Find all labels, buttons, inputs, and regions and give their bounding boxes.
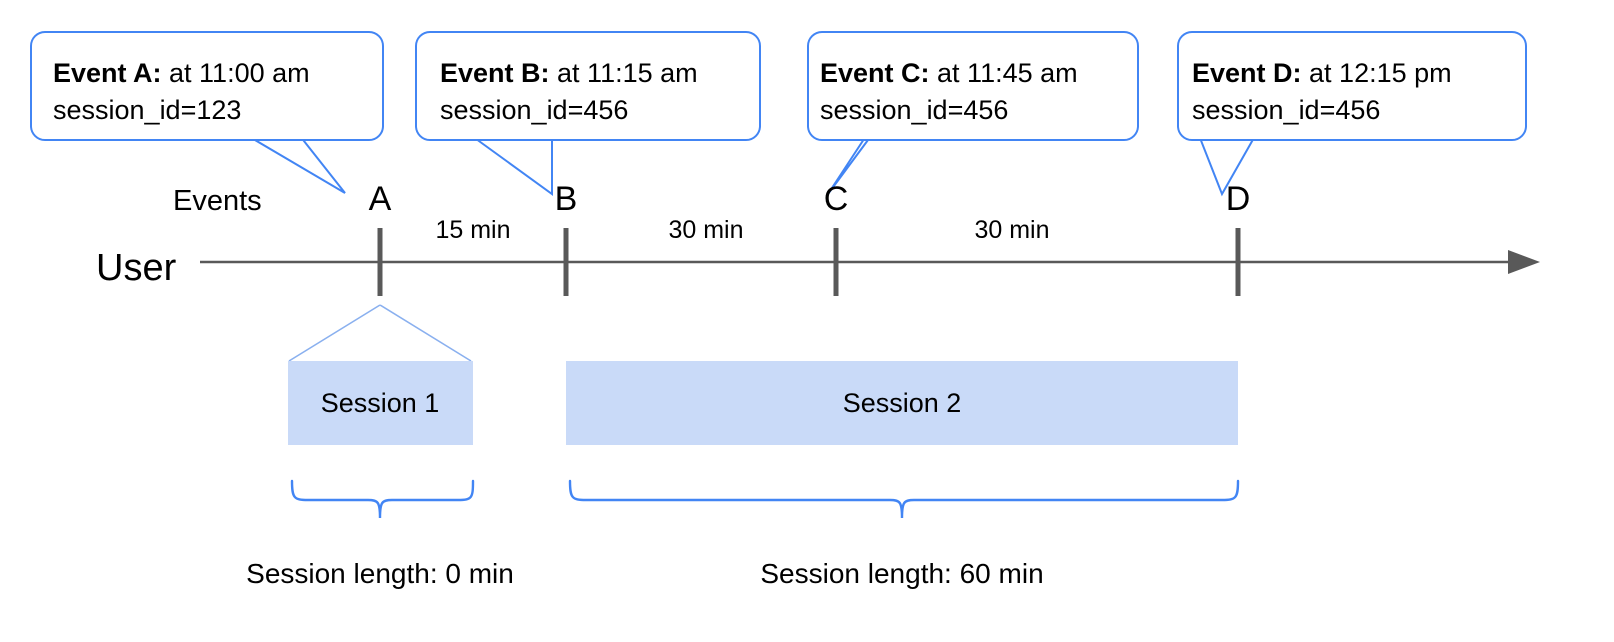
callout-b-line2: session_id=456 — [440, 95, 628, 125]
timeline-arrow-icon — [1508, 250, 1540, 274]
callout-a-box — [30, 31, 384, 141]
lane-label-user: User — [96, 247, 177, 289]
event-letter-a: A — [369, 180, 392, 218]
gap-label-c-d: 30 min — [974, 216, 1049, 244]
session-2-rect — [566, 361, 1238, 445]
callout-event-d[interactable]: Event D: at 12:15 pm session_id=456 — [1177, 31, 1527, 197]
callout-a-line2: session_id=123 — [53, 95, 241, 125]
session-2-brace — [568, 479, 1240, 519]
funnel-left-line — [288, 304, 381, 362]
callout-event-c[interactable]: Event C: at 11:45 am session_id=456 — [807, 31, 1139, 195]
callout-a-tail — [251, 134, 346, 194]
session-1-label: Session 1 — [321, 388, 440, 418]
callout-a-line1: Event A: at 11:00 am — [53, 58, 310, 88]
callout-b-line1: Event B: at 11:15 am — [440, 58, 698, 88]
callout-event-b[interactable]: Event B: at 11:15 am session_id=456 — [415, 31, 761, 196]
callout-d-box — [1177, 31, 1527, 141]
session-1-brace — [290, 479, 475, 519]
gap-label-b-c: 30 min — [668, 216, 743, 244]
callout-b-tail — [468, 134, 553, 196]
event-letter-b: B — [555, 180, 578, 218]
session-2-length-label: Session length: 60 min — [760, 558, 1043, 589]
lane-label-events: Events — [173, 185, 262, 217]
callout-c-line1: Event C: at 11:45 am — [820, 58, 1078, 88]
session-1-rect — [288, 361, 473, 445]
gap-label-a-b: 15 min — [435, 216, 510, 244]
timeline-axis — [200, 250, 1540, 274]
callout-c-line2: session_id=456 — [820, 95, 1008, 125]
callout-c-box — [807, 31, 1139, 141]
session-2-label: Session 2 — [843, 388, 962, 418]
callout-d-line2: session_id=456 — [1192, 95, 1380, 125]
session-1-length-label: Session length: 0 min — [246, 558, 514, 589]
session-bar-2[interactable]: Session 2 — [566, 361, 1238, 445]
funnel-right-line — [379, 304, 472, 362]
session-bar-1[interactable]: Session 1 — [288, 361, 473, 445]
event-letter-d: D — [1226, 180, 1251, 218]
callout-d-line1: Event D: at 12:15 pm — [1192, 58, 1452, 88]
event-letter-c: C — [824, 180, 849, 218]
session-1-funnel — [288, 304, 472, 362]
callout-event-a[interactable]: Event A: at 11:00 am session_id=123 — [30, 31, 384, 194]
callout-b-box — [415, 31, 761, 141]
